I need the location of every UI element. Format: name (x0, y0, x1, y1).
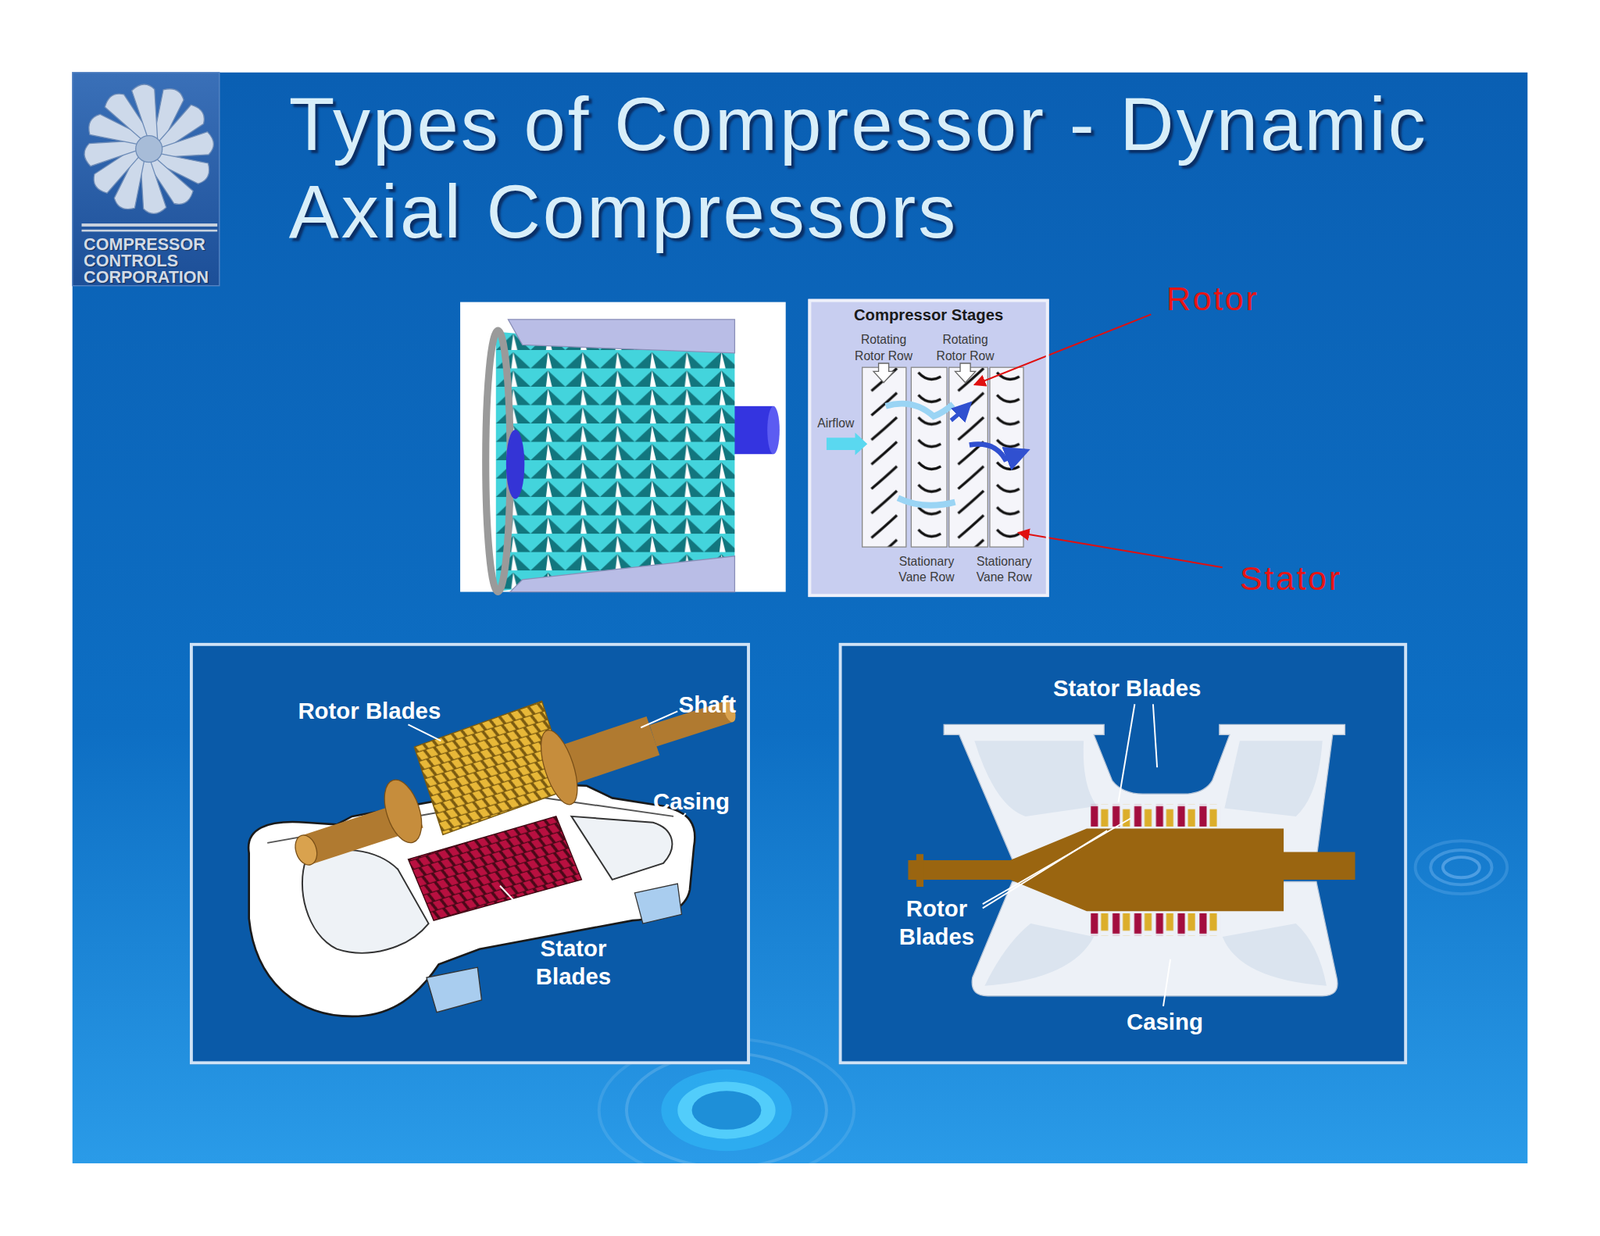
logo-rule (81, 229, 218, 233)
inlet-passage (984, 923, 1094, 986)
stator-row (910, 367, 947, 547)
figure-panel: Stator BladesRotor BladesCasing (839, 642, 1408, 1065)
node-text: Compressor Stages (810, 306, 1046, 325)
node-text: Rotating Rotor Row (850, 331, 917, 365)
ripple-ring (626, 1053, 827, 1168)
shaft-flange (916, 853, 924, 887)
casing-bottom (510, 556, 735, 593)
shaft-collar (533, 725, 585, 809)
node-text: Rotor Blades (297, 696, 502, 726)
panel-fill (839, 642, 1408, 1065)
casing-cavity (302, 850, 429, 954)
impeller-blade (122, 79, 178, 144)
stator-blades (407, 816, 582, 921)
node-text: Rotating Rotor Row (932, 331, 999, 365)
casing-foot (634, 883, 682, 924)
figure-panel: Rotor BladesShaftCasingStator Blades (189, 642, 750, 1065)
node-text: Airflow (817, 415, 868, 433)
ripple-ring (677, 1081, 775, 1139)
ripple-ring (1430, 850, 1492, 885)
flow-arrow (969, 444, 1026, 460)
rotation-arrow (955, 363, 976, 383)
image-frame (460, 302, 786, 593)
outlet-passage (1224, 740, 1322, 817)
impeller-hub (135, 135, 163, 163)
leader-line (1118, 703, 1136, 802)
shaft-end (291, 832, 321, 868)
callout-label: Rotor (1166, 278, 1259, 320)
ripple-ring (1415, 840, 1508, 894)
ripple-ring (692, 1090, 762, 1130)
rotor-shaft (907, 828, 1355, 912)
slide-title: Types of Compressor - Dynamic Axial Comp… (289, 80, 1524, 257)
leader-line (670, 813, 686, 833)
pointer-line (974, 314, 1151, 385)
leader-line (1153, 703, 1158, 768)
node-text: Stator Blades (512, 934, 636, 992)
node-text: Stator Blades (1053, 674, 1258, 704)
logo-rule (81, 223, 218, 227)
casing-cavity (571, 816, 672, 880)
hub (506, 429, 525, 500)
leader-line (1163, 959, 1171, 1007)
callout-label: Stator (1239, 557, 1343, 599)
inlet-passage (974, 740, 1097, 817)
node-text: Casing (653, 787, 756, 817)
casing-foot (426, 967, 483, 1012)
leader-line (982, 830, 1108, 908)
rotation-arrow (873, 363, 894, 383)
rotor-row (862, 367, 907, 547)
slide-background (72, 72, 1529, 1164)
node-text: Shaft (678, 690, 761, 720)
shaft (559, 735, 654, 768)
outlet-passage (1222, 923, 1327, 986)
flow-arrow (885, 403, 954, 417)
compressor-cutaway (460, 302, 786, 593)
stages-schematic (807, 299, 1049, 597)
flow-arrow (897, 497, 955, 505)
rotor-row (949, 367, 989, 547)
node-text: Rotor Blades (875, 894, 999, 952)
airflow-arrow (826, 432, 868, 456)
node-text: Stationary Vane Row (971, 553, 1037, 586)
shaft-end (767, 406, 780, 454)
leader-line (407, 724, 441, 741)
node-text: COMPRESSOR CONTROLS CORPORATION (83, 235, 227, 286)
blade-rows (496, 331, 736, 592)
casing-top (507, 319, 735, 354)
panel-fill (189, 642, 750, 1065)
ripple-ring (660, 1069, 792, 1151)
shaft-collar (377, 775, 429, 847)
node-text: Stationary Vane Row (893, 553, 960, 586)
impeller-icon (79, 79, 219, 219)
leader-line (500, 885, 547, 936)
ripple-ring (1442, 857, 1480, 878)
leader-line (640, 710, 678, 728)
stages-panel: Compressor StagesRotating Rotor Row Rotat… (807, 299, 1049, 597)
node-text: Casing (1126, 1007, 1229, 1037)
panel-fill (807, 299, 1049, 597)
flow-arrow (950, 403, 970, 421)
blade-row (1089, 803, 1221, 827)
logo-panel: COMPRESSOR CONTROLS CORPORATION (72, 72, 220, 286)
rotor-casing-illustration (189, 642, 750, 1065)
cross-section-illustration (839, 642, 1408, 1065)
blade-row (1089, 913, 1221, 936)
